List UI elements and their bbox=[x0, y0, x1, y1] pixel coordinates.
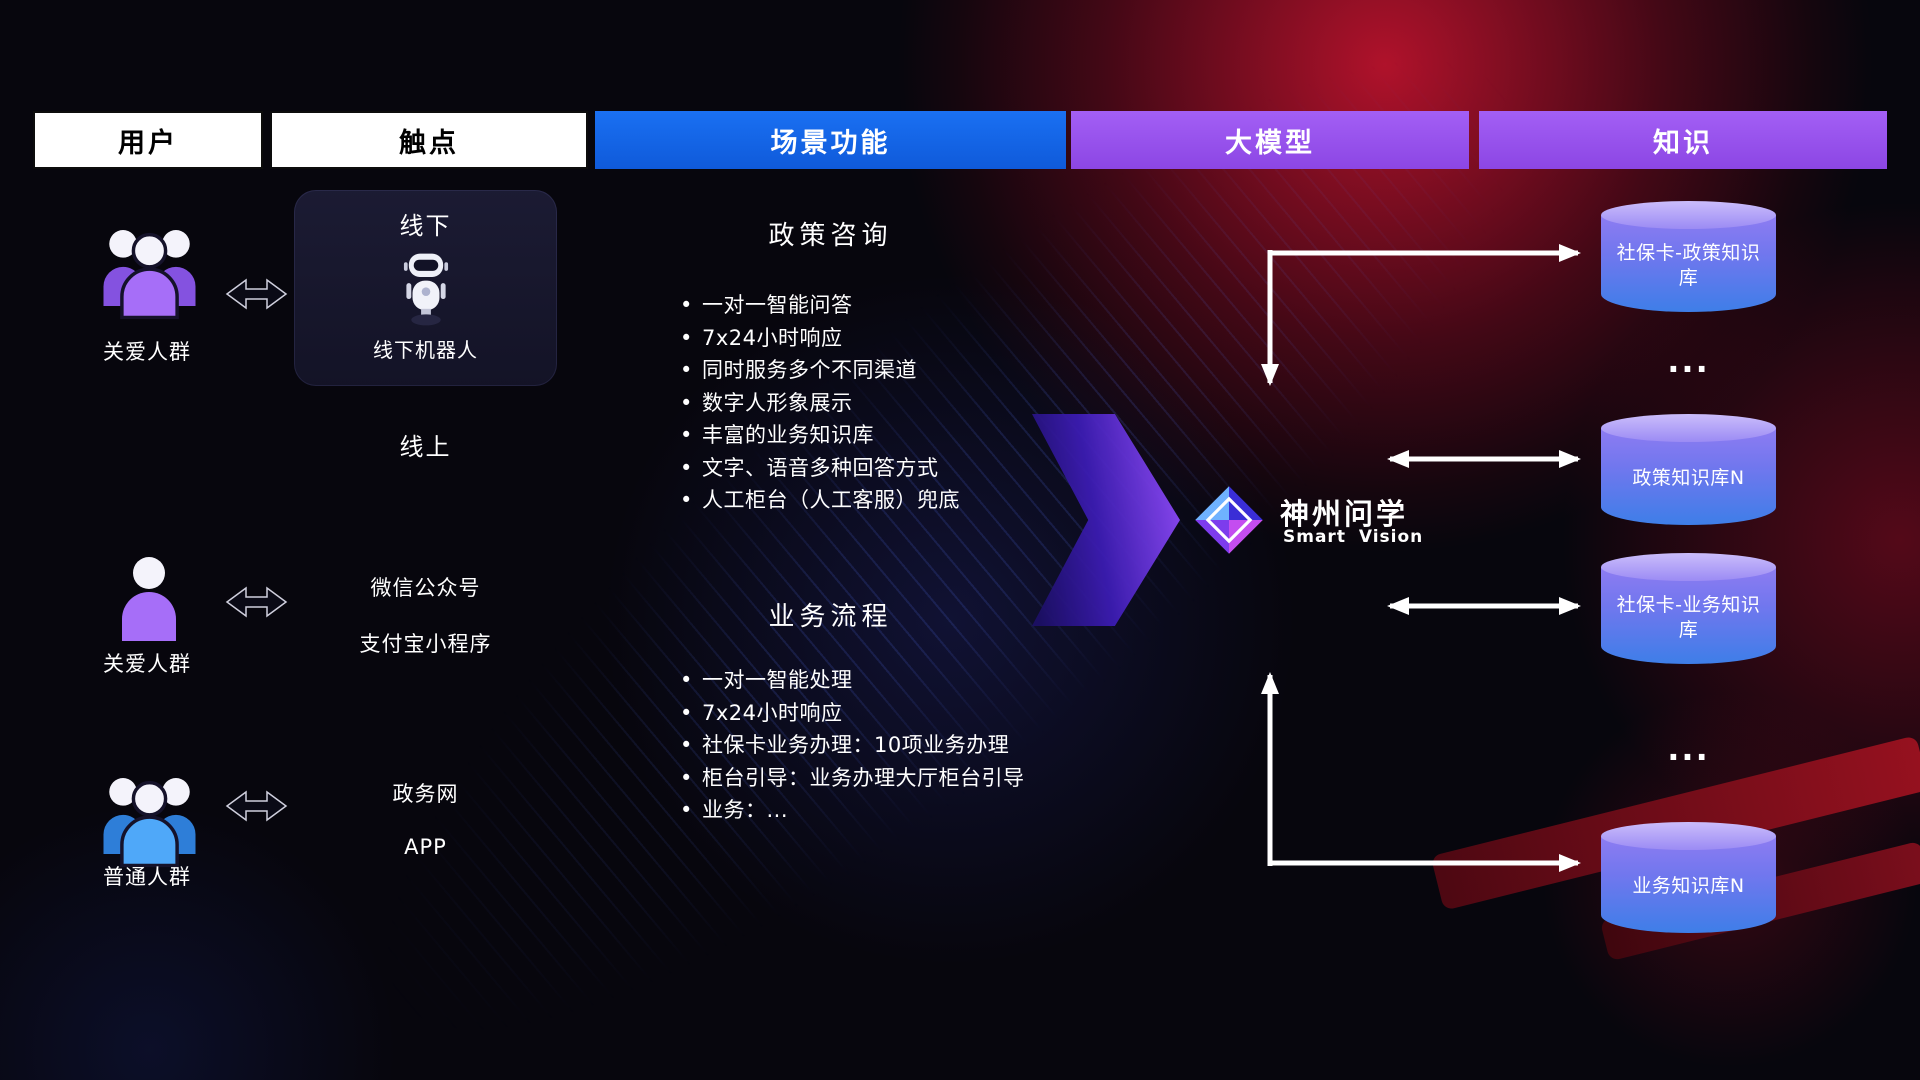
database-cylinder-icon: 业务知识库N bbox=[1601, 822, 1776, 933]
db-label: 社保卡-政策知识库 bbox=[1616, 241, 1761, 289]
header-large-model: 大模型 bbox=[1071, 111, 1469, 169]
users-group-icon bbox=[103, 778, 196, 868]
offline-robot-label: 线下机器人 bbox=[373, 338, 478, 362]
header-touchpoints: 触点 bbox=[270, 111, 588, 169]
policy-feature-list: 一对一智能问答 7x24小时响应 同时服务多个不同渠道 数字人形象展示 丰富的业… bbox=[676, 289, 1086, 517]
header-scenario-functions: 场景功能 bbox=[595, 111, 1066, 169]
single-user-icon bbox=[114, 551, 184, 647]
channel-alipay-miniprogram: 支付宝小程序 bbox=[359, 632, 492, 656]
offline-title: 线下 bbox=[399, 212, 452, 240]
database-cylinder-icon: 政策知识库N bbox=[1601, 414, 1776, 525]
brand-diamond-icon bbox=[1195, 486, 1263, 554]
list-item: 人工柜台（人工客服）兜底 bbox=[676, 484, 1086, 517]
double-arrow-icon bbox=[225, 586, 288, 618]
list-item: 丰富的业务知识库 bbox=[676, 419, 1086, 452]
policy-consulting-title: 政策咨询 bbox=[768, 221, 893, 251]
ellipsis: ... bbox=[1667, 342, 1710, 380]
business-feature-list: 一对一智能处理 7x24小时响应 社保卡业务办理：10项业务办理 柜台引导：业务… bbox=[676, 664, 1086, 827]
list-item: 一对一智能问答 bbox=[676, 289, 1086, 322]
list-item: 文字、语音多种回答方式 bbox=[676, 452, 1086, 485]
database-cylinder-icon: 社保卡-业务知识库 bbox=[1601, 553, 1776, 664]
list-item: 柜台引导：业务办理大厅柜台引导 bbox=[676, 762, 1086, 795]
double-arrow-icon bbox=[225, 790, 288, 822]
ellipsis: ... bbox=[1667, 730, 1710, 768]
user-group-label: 关爱人群 bbox=[103, 340, 191, 364]
user-group-label: 关爱人群 bbox=[103, 652, 191, 676]
users-group-icon bbox=[92, 216, 207, 324]
list-item: 数字人形象展示 bbox=[676, 387, 1086, 420]
db-label: 社保卡-业务知识库 bbox=[1616, 593, 1761, 641]
header-knowledge: 知识 bbox=[1479, 111, 1887, 169]
channel-wechat: 微信公众号 bbox=[370, 576, 481, 600]
brand-name: 神州问学 bbox=[1280, 497, 1409, 531]
database-cylinder-icon: 社保卡-政策知识库 bbox=[1601, 201, 1776, 312]
single-user-icon bbox=[122, 557, 176, 641]
channel-gov-web: 政务网 bbox=[392, 782, 459, 806]
robot-icon bbox=[403, 253, 448, 326]
db-label: 政策知识库N bbox=[1632, 467, 1745, 489]
list-item: 7x24小时响应 bbox=[676, 322, 1086, 355]
list-item: 7x24小时响应 bbox=[676, 697, 1086, 730]
business-process-title: 业务流程 bbox=[768, 602, 893, 632]
flow-arrow bbox=[1032, 414, 1180, 626]
user-group-label: 普通人群 bbox=[103, 865, 191, 889]
list-item: 一对一智能处理 bbox=[676, 664, 1086, 697]
online-title: 线上 bbox=[399, 433, 452, 461]
offline-touchpoint-card: 线下 线下机器人 bbox=[294, 190, 557, 386]
double-arrow-icon bbox=[225, 278, 288, 310]
brand-subtitle: Smart Vision bbox=[1283, 527, 1424, 547]
list-item: 同时服务多个不同渠道 bbox=[676, 354, 1086, 387]
list-item: 业务：... bbox=[676, 794, 1086, 827]
list-item: 社保卡业务办理：10项业务办理 bbox=[676, 729, 1086, 762]
users-group-icon bbox=[103, 230, 196, 320]
users-group-icon bbox=[92, 764, 207, 872]
header-users: 用户 bbox=[33, 111, 263, 169]
channel-app: APP bbox=[404, 835, 447, 859]
db-label: 业务知识库N bbox=[1632, 875, 1745, 897]
